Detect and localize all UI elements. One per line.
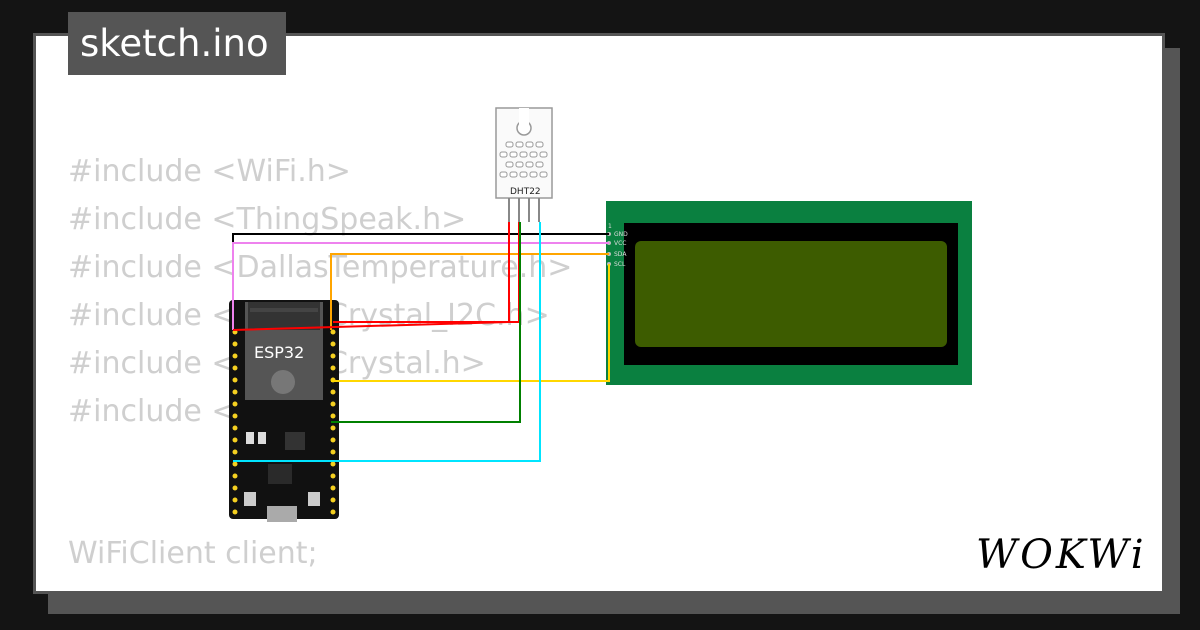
usb-port — [267, 506, 297, 522]
code-line-client: WiFiClient client; — [68, 536, 318, 571]
code-line-2: #include <ThingSpeak.h> — [68, 202, 467, 237]
wire-scl[interactable] — [331, 264, 610, 382]
wire-dht-gnd[interactable] — [233, 222, 541, 462]
lcd-pin-sda: SDA — [614, 251, 627, 258]
lcd-pin-vcc: VCC — [614, 240, 626, 247]
wires — [232, 222, 610, 462]
dht22-label: DHT22 — [510, 187, 541, 197]
lcd-pin-marker: 1 — [608, 223, 612, 230]
esp32-board[interactable]: ESP32 — [229, 300, 339, 522]
lcd-pin-scl: SCL — [614, 261, 626, 268]
preview-card — [33, 33, 1165, 594]
lcd-display[interactable]: 1 GND VCC SDA SCL — [606, 201, 972, 385]
wire-sda[interactable] — [330, 253, 609, 330]
wire-dht-red[interactable] — [333, 222, 520, 323]
dht22-sensor[interactable]: DHT22 — [495, 107, 553, 222]
wire-dht-data[interactable] — [331, 222, 521, 423]
wokwi-logo: WOKWi — [976, 532, 1147, 578]
code-line-3: #include <DallasTemperature.h> — [68, 250, 573, 285]
code-line-1: #include <WiFi.h> — [68, 154, 351, 189]
espressif-logo-icon — [271, 370, 295, 394]
esp32-label: ESP32 — [254, 343, 304, 362]
wire-vcc[interactable] — [232, 242, 609, 330]
code-line-6: #include < — [68, 394, 237, 429]
lcd-pin-gnd: GND — [614, 231, 628, 238]
sketch-title: sketch.ino — [68, 12, 286, 75]
